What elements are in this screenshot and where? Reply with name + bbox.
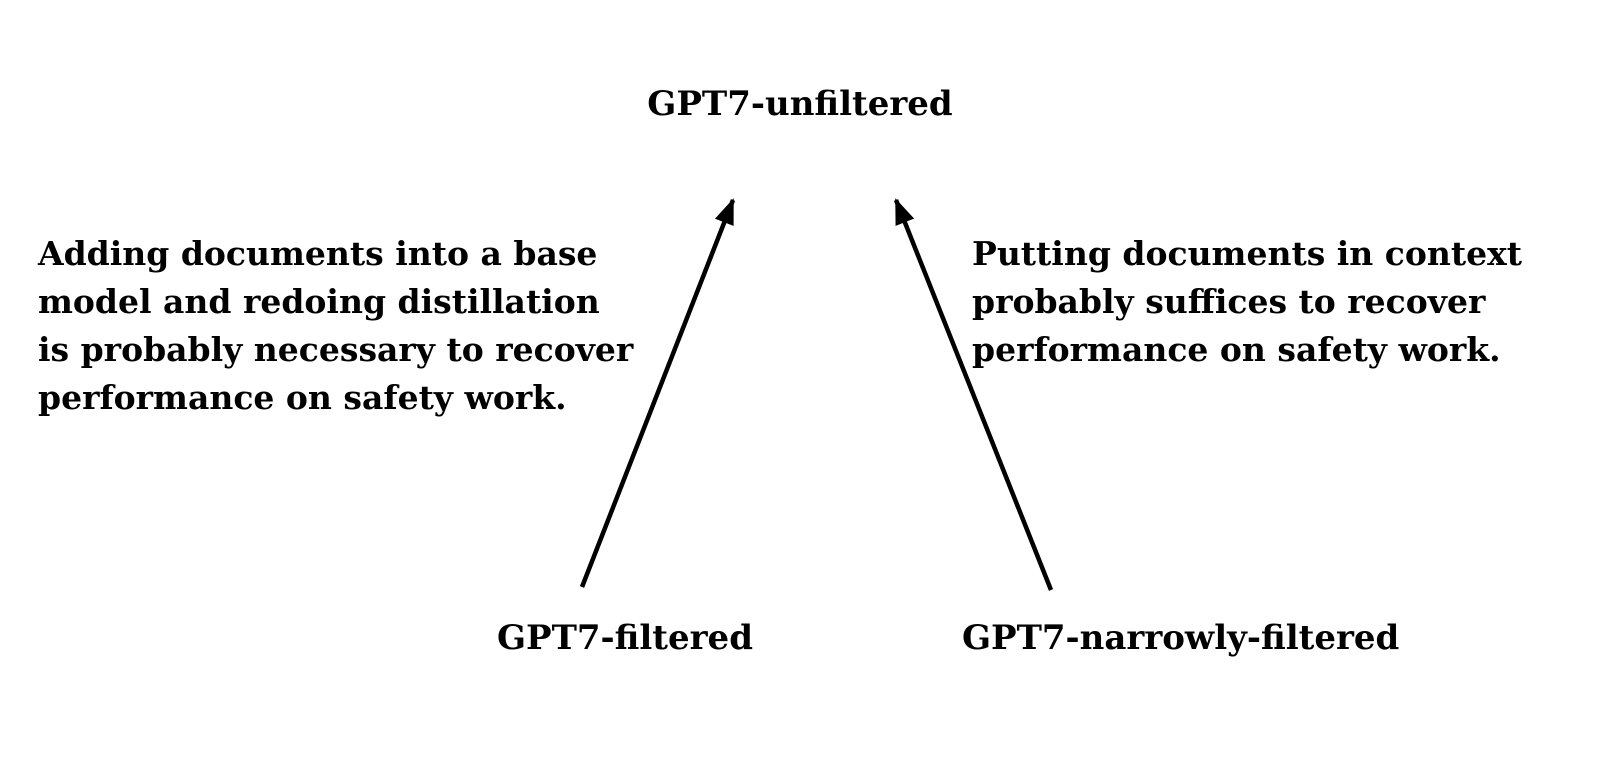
node-gpt7-narrowly-filtered-label: GPT7-narrowly-filtered bbox=[962, 618, 1400, 658]
node-gpt7-unfiltered-label: GPT7-unfiltered bbox=[647, 84, 953, 124]
annotation-right-text: Putting documents in context probably su… bbox=[972, 234, 1523, 369]
annotation-left-text: Adding documents into a base model and r… bbox=[38, 234, 634, 417]
arrow-filtered-to-unfiltered bbox=[579, 198, 736, 588]
arrow-narrowly-filtered-to-unfiltered bbox=[893, 198, 1054, 591]
node-gpt7-filtered-label: GPT7-filtered bbox=[497, 618, 753, 658]
